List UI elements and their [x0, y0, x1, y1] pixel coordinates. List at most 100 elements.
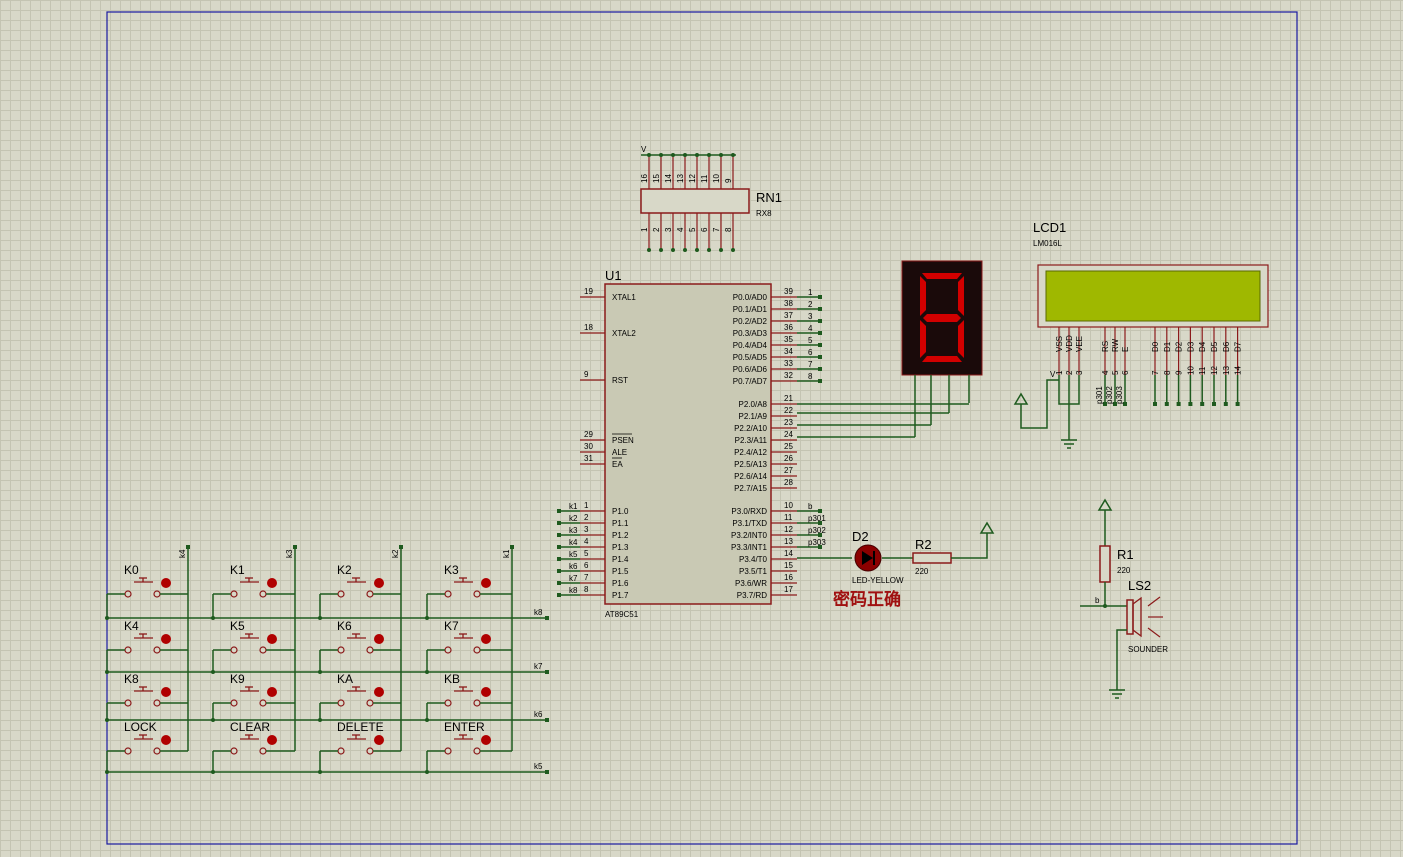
u1-pin-name: P0.5/AD5	[733, 353, 768, 362]
key-k4[interactable]: K4	[107, 619, 188, 654]
lcd-pin-number: 3	[1075, 370, 1084, 375]
lcd-pin-name: D5	[1210, 341, 1219, 352]
u1-pin-name: P2.4/A12	[734, 448, 767, 457]
key-label: LOCK	[124, 720, 157, 734]
lcd-net-label: p303	[1115, 386, 1124, 404]
key-k3[interactable]: K3	[427, 563, 512, 598]
lcd-pin-name: D0	[1151, 341, 1160, 352]
key-label: K2	[337, 563, 352, 577]
u1-pin-name: P0.3/AD3	[733, 329, 768, 338]
key-k1[interactable]: K1	[213, 563, 295, 598]
u1-pin-number: 28	[784, 478, 793, 487]
r2-value: 220	[915, 567, 929, 576]
u1-pin-name: P1.3	[612, 543, 629, 552]
key-k7[interactable]: K7	[427, 619, 512, 654]
rn1-pin-number: 9	[724, 178, 733, 183]
rn1-bottom-node	[719, 248, 723, 252]
key-k5[interactable]: K5	[213, 619, 295, 654]
u1-pin-name: P2.3/A11	[735, 436, 768, 445]
key-kb[interactable]: KB	[427, 672, 512, 707]
u1-pin-number: 15	[784, 561, 793, 570]
lcd-pin-name: D2	[1175, 341, 1184, 352]
key-enter[interactable]: ENTER	[427, 720, 512, 755]
u1-pin-name: P1.0	[612, 507, 629, 516]
status-text: 密码正确	[833, 589, 901, 610]
u1-pin-name: P3.2/INT0	[731, 531, 768, 540]
u1-pin-name: P0.7/AD7	[733, 377, 768, 386]
key-ka[interactable]: KA	[320, 672, 401, 707]
u1-pin-name: P1.5	[612, 567, 629, 576]
lcd-pin-number: 5	[1111, 370, 1120, 375]
lcd-pin-number: 12	[1210, 366, 1219, 375]
rn1-pin-number: 15	[652, 174, 661, 183]
key-label: K3	[444, 563, 459, 577]
ls2-ref: LS2	[1128, 578, 1151, 593]
u1-pin-number: 16	[784, 573, 793, 582]
lcd-pin-number: 11	[1198, 366, 1207, 375]
ls2-sounder[interactable]: LS2 SOUNDER	[1126, 578, 1168, 654]
col-net-label: k1	[502, 549, 511, 558]
u1-net-label: 6	[808, 348, 813, 357]
u1-pin-number: 26	[784, 454, 793, 463]
key-label: K5	[230, 619, 245, 633]
u1-pin-name: XTAL1	[612, 293, 636, 302]
u1-net-label: p302	[808, 526, 826, 535]
u1-pin-name: P3.4/T0	[739, 555, 768, 564]
row-net-label: k5	[534, 762, 543, 771]
key-k2[interactable]: K2	[320, 563, 401, 598]
col-net-label: k3	[285, 549, 294, 558]
rn1-pin-number: 3	[664, 227, 673, 232]
key-lock[interactable]: LOCK	[107, 720, 188, 755]
row-net-label: k6	[534, 710, 543, 719]
rn1-pin-number: 1	[640, 227, 649, 232]
u1-pin-name: P1.1	[612, 519, 629, 528]
key-k0[interactable]: K0	[107, 563, 188, 598]
u1-part: AT89C51	[605, 610, 639, 619]
u1-pin-number: 19	[584, 287, 593, 296]
key-label: DELETE	[337, 720, 384, 734]
u1-pin-name: PSEN	[612, 436, 634, 445]
u1-pin-number: 9	[584, 370, 589, 379]
u1-pin-number: 2	[584, 513, 589, 522]
u1-pin-name: P2.7/A15	[734, 484, 767, 493]
key-label: K9	[230, 672, 245, 686]
key-k8[interactable]: K8	[107, 672, 188, 707]
key-label: K6	[337, 619, 352, 633]
lcd-module[interactable]: LCD1 LM016L VSS1VDD2VEE3RS4p301RW5p302E6…	[1013, 220, 1269, 449]
u1-pin-number: 33	[784, 359, 793, 368]
key-k6[interactable]: K6	[320, 619, 401, 654]
u1-pin-name: P2.1/A9	[739, 412, 768, 421]
rn1-bottom-node	[731, 248, 735, 252]
rn1-part: RX8	[756, 209, 772, 218]
lcd-pin-name: D4	[1198, 341, 1207, 352]
lcd-pin-number: 14	[1234, 366, 1243, 375]
lcd-pin-name: VEE	[1075, 336, 1084, 352]
u1-pin-name: P0.2/AD2	[733, 317, 768, 326]
u1-pin-name: P3.7/RD	[737, 591, 767, 600]
seven-segment-display[interactable]	[901, 260, 983, 437]
key-delete[interactable]: DELETE	[320, 720, 401, 755]
lcd-ref: LCD1	[1033, 220, 1066, 235]
lcd-pin-number: 9	[1175, 370, 1184, 375]
u1-pin-name: P0.6/AD6	[733, 365, 768, 374]
r2-resistor[interactable]: R2 220	[912, 537, 952, 576]
u1-net-label: 7	[808, 360, 813, 369]
col-net-label: k4	[178, 549, 187, 558]
u1-pin-name: P0.0/AD0	[733, 293, 768, 302]
u1-pin-name: P1.4	[612, 555, 629, 564]
lcd-pin-number: 1	[1055, 370, 1064, 375]
key-clear[interactable]: CLEAR	[213, 720, 295, 755]
d2-led[interactable]: D2 LED-YELLOW	[852, 529, 904, 585]
key-label: KA	[337, 672, 353, 686]
r1-resistor[interactable]: R1 220	[1099, 545, 1134, 583]
sheet-border	[106, 11, 1298, 845]
u1-net-label: k8	[569, 586, 578, 595]
u1-microcontroller[interactable]: U1 AT89C51 19XTAL118XTAL29RST29PSEN30ALE…	[557, 268, 826, 619]
col-net-label: k2	[391, 549, 400, 558]
u1-pin-number: 10	[784, 501, 793, 510]
key-k9[interactable]: K9	[213, 672, 295, 707]
u1-pin-name: P1.2	[612, 531, 629, 540]
u1-pin-name: P3.6/WR	[735, 579, 767, 588]
